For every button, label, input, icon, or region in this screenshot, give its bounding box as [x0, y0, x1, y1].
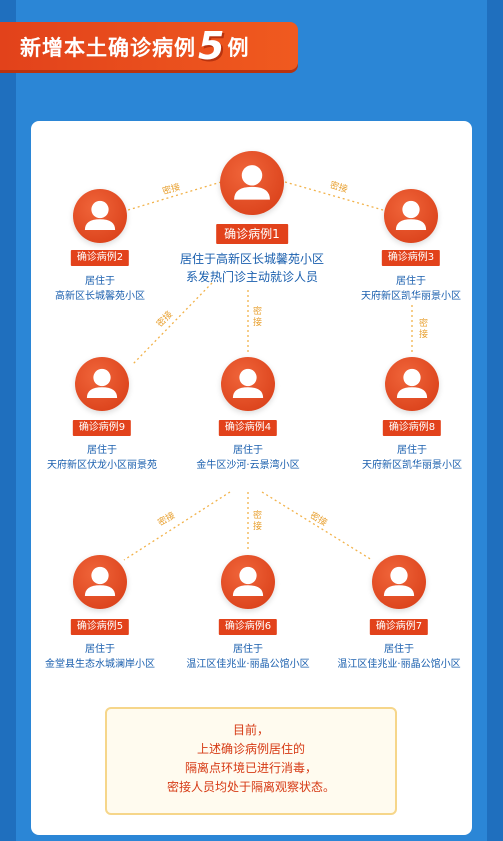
- avatar-case-4: [221, 357, 275, 411]
- link-label-3-8: 密接: [417, 318, 427, 340]
- case-1-desc: 居住于高新区长城馨苑小区系发热门诊主动就诊人员: [179, 252, 325, 284]
- notice-line-1: 目前，: [232, 723, 269, 737]
- link-label-1-4: 密接: [251, 306, 261, 328]
- badge-case-6: 确诊病例6: [218, 619, 278, 635]
- avatar-case-7: [372, 555, 426, 609]
- person-icon: [396, 368, 428, 399]
- case-3-desc: 居住于天府新区凯华丽景小区: [361, 276, 461, 302]
- header-number: 5: [198, 24, 226, 68]
- badge-case-3: 确诊病例3: [381, 250, 441, 266]
- header-suffix: 例: [227, 36, 250, 60]
- case-8-desc: 居住于天府新区凯华丽景小区: [362, 445, 462, 471]
- case-5-desc: 居住于金堂县生态水城澜岸小区: [45, 644, 155, 670]
- link-4-7: [261, 491, 373, 561]
- badge-case-1: 确诊病例1: [216, 224, 288, 244]
- case-4-desc: 居住于金牛区沙河·云景湾小区: [196, 445, 300, 471]
- person-icon: [86, 368, 118, 399]
- case-9-desc: 居住于天府新区伏龙小区丽景苑: [47, 445, 157, 471]
- person-icon: [234, 165, 270, 200]
- notice-box: 目前， 上述确诊病例居住的 隔离点环境已进行消毒， 密接人员均处于隔离观察状态。: [105, 707, 397, 815]
- avatar-case-8: [385, 357, 439, 411]
- person-icon: [232, 368, 264, 399]
- badge-case-9: 确诊病例9: [72, 420, 132, 436]
- header-banner: 新增本土确诊病例5例: [0, 22, 298, 70]
- case-6-desc: 居住于温江区佳兆业·丽晶公馆小区: [186, 644, 310, 670]
- link-4-5: [123, 491, 231, 561]
- badge-case-8: 确诊病例8: [382, 420, 442, 436]
- badge-case-4: 确诊病例4: [218, 420, 278, 436]
- link-1-3: [284, 181, 384, 211]
- avatar-case-5: [73, 555, 127, 609]
- left-border: [0, 0, 16, 841]
- avatar-case-1: [220, 151, 284, 215]
- right-border: [487, 0, 503, 841]
- person-icon: [395, 200, 427, 231]
- person-icon: [383, 566, 415, 597]
- link-label-4-6: 密接: [251, 510, 261, 532]
- notice-line-3: 隔离点环境已进行消毒，: [184, 761, 317, 775]
- avatar-case-2: [73, 189, 127, 243]
- avatar-case-3: [384, 189, 438, 243]
- badge-case-2: 确诊病例2: [70, 250, 130, 266]
- person-icon: [84, 200, 116, 231]
- avatar-case-6: [221, 555, 275, 609]
- avatar-case-9: [75, 357, 129, 411]
- link-1-2: [127, 181, 222, 211]
- person-icon: [84, 566, 116, 597]
- header-prefix: 新增本土确诊病例: [20, 36, 196, 60]
- case-2-desc: 居住于高新区长城馨苑小区: [55, 276, 145, 302]
- notice-line-2: 上述确诊病例居住的: [196, 742, 305, 756]
- person-icon: [232, 566, 264, 597]
- notice-line-4: 密接人员均处于隔离观察状态。: [166, 780, 335, 794]
- header-title: 新增本土确诊病例5例: [20, 27, 250, 65]
- link-1-9: [131, 282, 213, 366]
- badge-case-7: 确诊病例7: [369, 619, 429, 635]
- badge-case-5: 确诊病例5: [70, 619, 130, 635]
- case-7-desc: 居住于温江区佳兆业·丽晶公馆小区: [337, 644, 461, 670]
